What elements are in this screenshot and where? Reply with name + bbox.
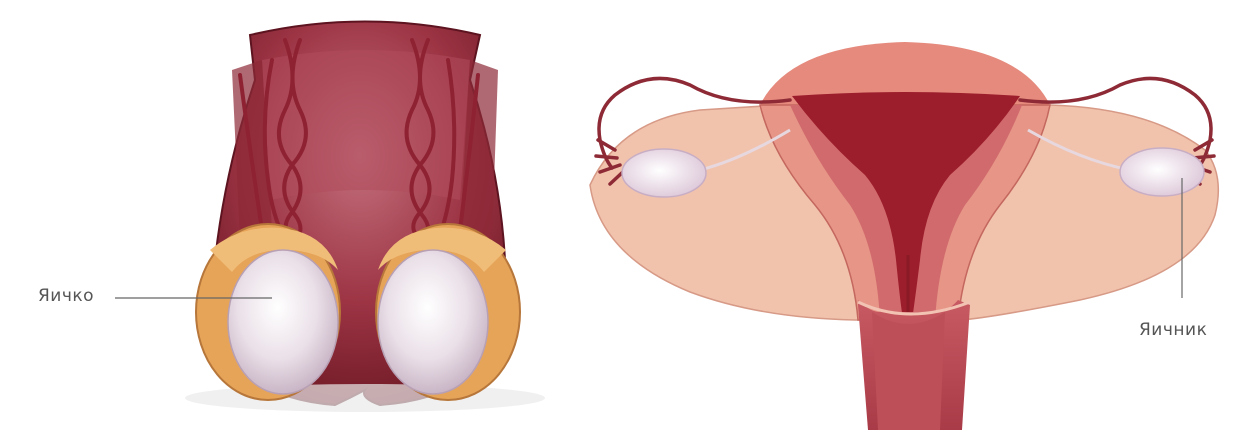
ovary-label: Яичник — [1139, 320, 1207, 340]
ovary-left — [622, 149, 706, 197]
testis-left — [196, 224, 340, 400]
cervix-vagina — [858, 300, 970, 430]
testis-label: Яичко — [38, 286, 94, 306]
testis-right — [376, 224, 520, 400]
ovary-right — [1120, 148, 1204, 196]
